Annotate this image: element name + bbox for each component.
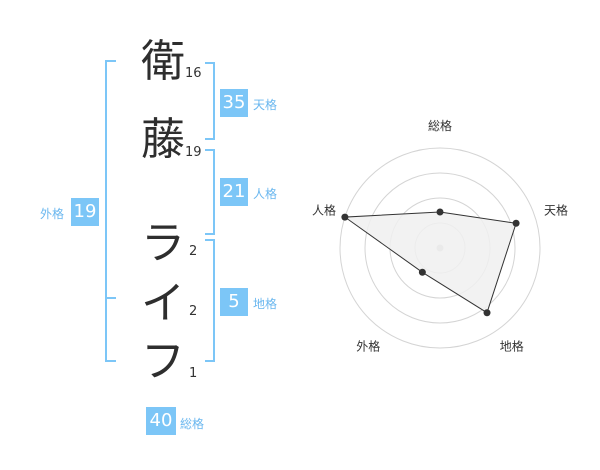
radar-points bbox=[341, 208, 520, 317]
gaikaku-bracket-tick bbox=[105, 297, 116, 299]
jinkaku-value: 21 bbox=[220, 178, 248, 206]
char-2-strokes: 19 bbox=[185, 145, 202, 160]
char-2: 藤 bbox=[141, 114, 185, 165]
char-4: イ bbox=[141, 278, 185, 329]
char-1-strokes: 16 bbox=[185, 66, 202, 81]
radar-ring-4 bbox=[339, 147, 541, 349]
tenkaku-value: 35 bbox=[220, 89, 248, 117]
radar-axis-label-0: 総格 bbox=[428, 118, 452, 133]
soukaku-label: 総格 bbox=[180, 417, 205, 431]
gaikaku-bracket bbox=[105, 60, 116, 362]
chikaku-bracket bbox=[205, 239, 215, 362]
jinkaku-bracket bbox=[205, 149, 215, 235]
radar-axis-label-3: 外格 bbox=[356, 339, 380, 354]
radar-axis-label-4: 人格 bbox=[312, 202, 336, 217]
radar-point-0 bbox=[436, 208, 444, 216]
jinkaku-label: 人格 bbox=[253, 187, 278, 201]
radar-area bbox=[343, 211, 517, 314]
radar-axis-label-2: 地格 bbox=[500, 339, 524, 354]
name-breakdown: 衛 16 藤 19 ラ 2 イ 2 フ 1 35 天格 21 人格 5 地格 外… bbox=[40, 36, 278, 435]
chikaku-label: 地格 bbox=[253, 297, 278, 311]
char-3-strokes: 2 bbox=[189, 244, 198, 259]
radar-point-2 bbox=[483, 309, 491, 317]
radar-point-4 bbox=[341, 213, 349, 221]
char-3: ラ bbox=[141, 218, 185, 269]
gaikaku-value: 19 bbox=[71, 198, 99, 226]
soukaku-value: 40 bbox=[146, 407, 176, 435]
char-4-strokes: 2 bbox=[189, 304, 198, 319]
tenkaku-bracket bbox=[205, 62, 215, 140]
char-5-strokes: 1 bbox=[189, 366, 198, 381]
char-5: フ bbox=[141, 336, 185, 387]
radar-ring-3 bbox=[364, 172, 516, 324]
gaikaku-label: 外格 bbox=[40, 207, 65, 221]
tenkaku-label: 天格 bbox=[253, 98, 278, 112]
char-1: 衛 bbox=[141, 36, 185, 87]
chikaku-value: 5 bbox=[220, 288, 248, 316]
radar-point-1 bbox=[512, 219, 520, 227]
radar-point-3 bbox=[418, 268, 426, 276]
radar-axis-label-1: 天格 bbox=[544, 202, 568, 217]
